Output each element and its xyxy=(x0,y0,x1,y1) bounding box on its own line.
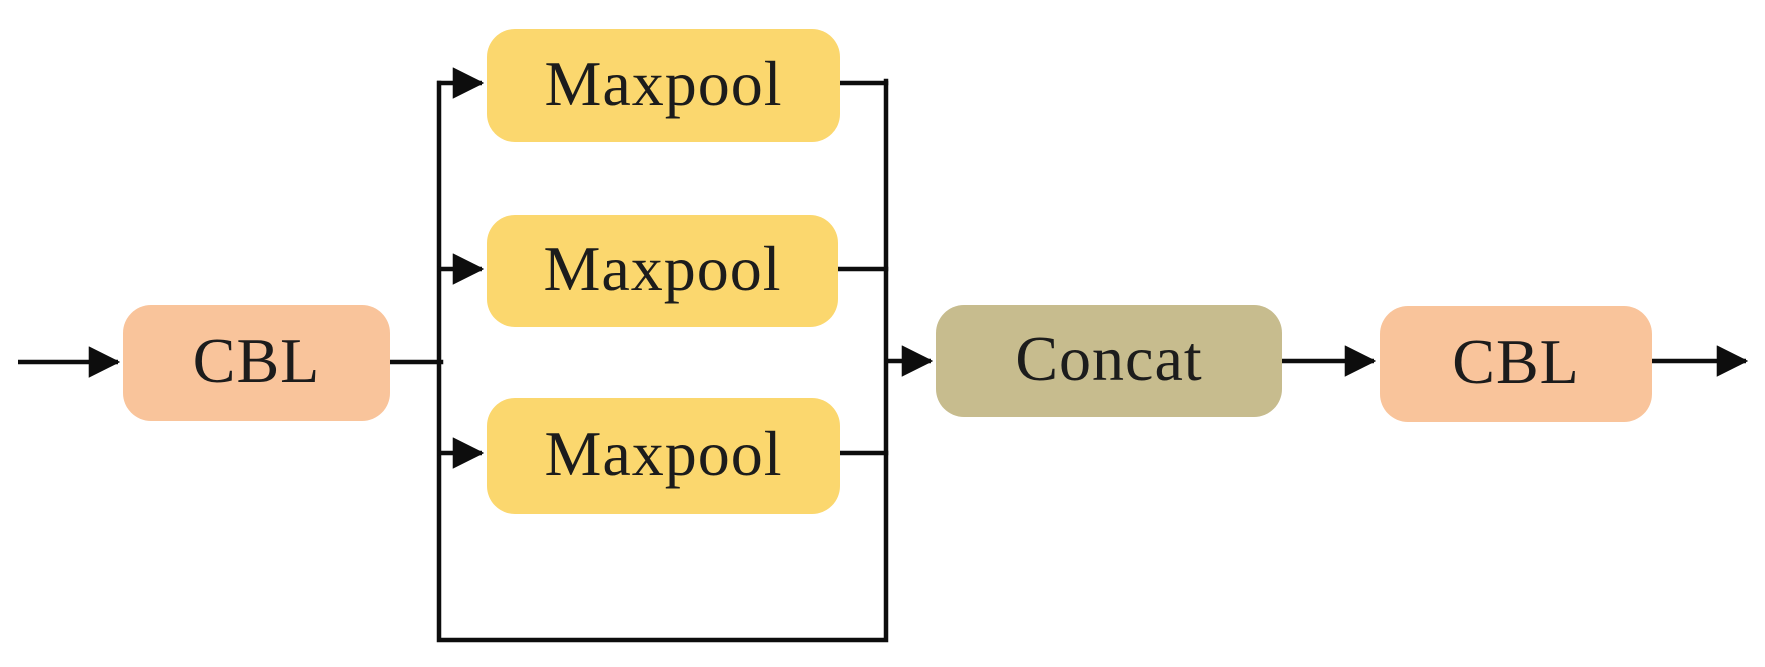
cbl-output-label: CBL xyxy=(1452,326,1580,397)
maxpool-top-block: Maxpool xyxy=(487,29,840,142)
maxpool-middle-label: Maxpool xyxy=(543,233,782,304)
cbl-output-block: CBL xyxy=(1380,306,1652,422)
cbl-input-label: CBL xyxy=(192,325,321,396)
maxpool-middle-block: Maxpool xyxy=(487,215,838,327)
maxpool-bottom-block: Maxpool xyxy=(487,398,840,514)
concat-block: Concat xyxy=(936,305,1282,417)
cbl-input-block: CBL xyxy=(123,305,390,421)
split-merge-bus-frame xyxy=(436,78,889,643)
concat-label: Concat xyxy=(1015,323,1203,394)
maxpool-top-label: Maxpool xyxy=(544,47,783,119)
maxpool-bottom-label: Maxpool xyxy=(544,418,783,489)
